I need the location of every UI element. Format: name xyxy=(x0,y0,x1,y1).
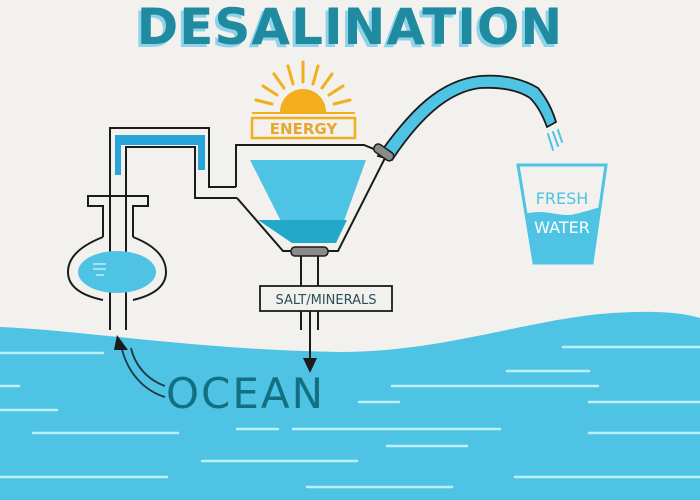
water-drops xyxy=(547,129,563,151)
fresh-label: FRESH xyxy=(536,189,589,208)
salt-outlet xyxy=(259,256,393,373)
salt-minerals-label: SALT/MINERALS xyxy=(275,293,376,308)
faucet-icon xyxy=(372,74,563,162)
flask-icon xyxy=(66,195,168,301)
energy-label: ENERGY xyxy=(270,120,339,138)
curved-arrow-icon xyxy=(114,335,166,398)
glass-icon xyxy=(516,163,608,265)
wave-lines xyxy=(0,345,700,489)
ocean-label: OCEAN xyxy=(166,369,325,418)
vapor-pipe xyxy=(109,127,237,330)
evaporator-funnel xyxy=(235,144,387,257)
ocean: OCEAN xyxy=(0,311,700,500)
sun-icon xyxy=(250,60,357,140)
diagram-title: DESALINATION xyxy=(136,0,564,56)
water-label: WATER xyxy=(534,218,590,237)
